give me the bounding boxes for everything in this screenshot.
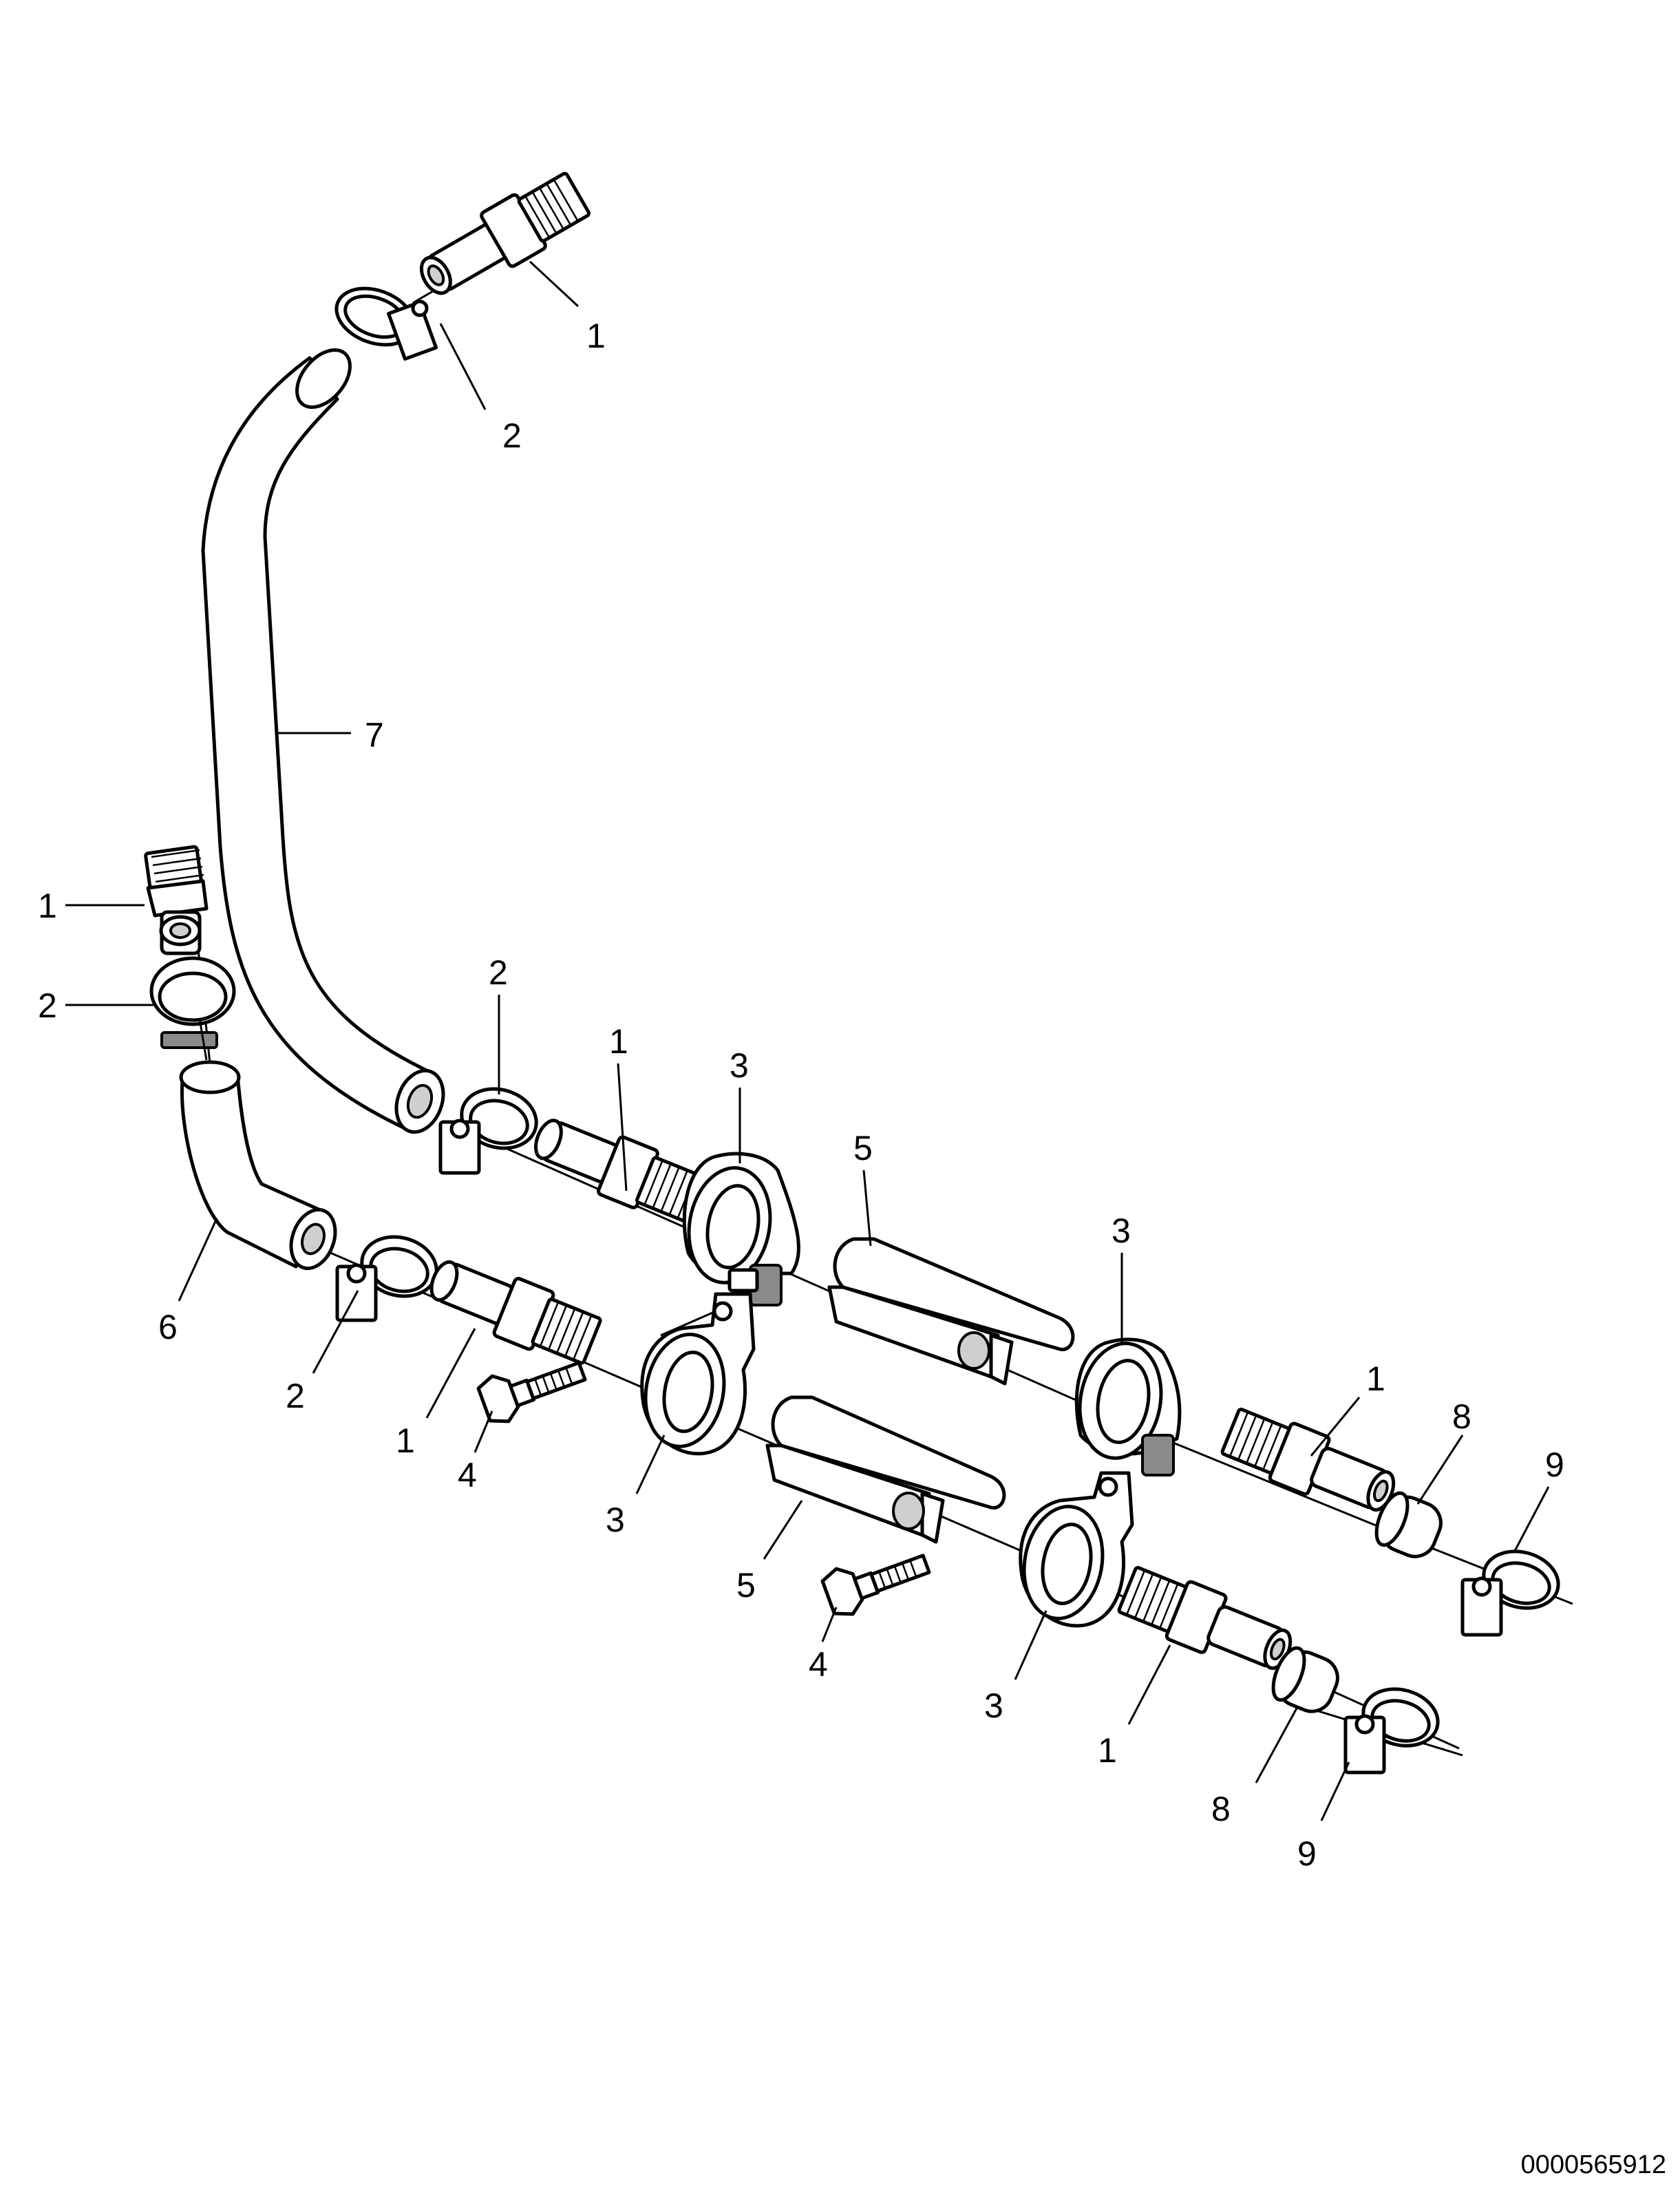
cap-lower (1271, 1646, 1339, 1713)
clamp-right-upper (1460, 1549, 1560, 1637)
valve-lower (765, 1395, 1006, 1544)
callout-valve-lower: 5 (736, 1566, 756, 1605)
callout-grommet-upper-right: 3 (1112, 1211, 1131, 1250)
callout-valve-upper: 5 (853, 1129, 873, 1167)
callout-clamp-right-lower: 9 (1297, 1834, 1317, 1873)
callout-clamp-mid-lower: 2 (286, 1377, 305, 1415)
callout-cap-lower: 8 (1211, 1790, 1231, 1828)
grommet-upper-left (682, 1152, 800, 1306)
clamp-left (149, 956, 236, 1061)
grommet-lower-right (1019, 1471, 1134, 1628)
bolt-lower (820, 1554, 931, 1616)
callout-fitting-right-lower: 1 (1098, 1731, 1117, 1770)
callout-fitting-right-upper: 1 (1366, 1359, 1385, 1398)
callout-fitting-mid-upper: 1 (609, 1022, 628, 1061)
callout-grommet-lower-right: 3 (984, 1686, 1003, 1725)
callout-grommet-upper-left: 3 (730, 1046, 749, 1085)
fitting-right-lower (1117, 1566, 1293, 1670)
callout-cap-upper: 8 (1452, 1397, 1471, 1436)
callout-clamp-mid-upper: 2 (489, 953, 508, 992)
clamp-right-lower (1343, 1687, 1440, 1775)
fitting-mid-upper (534, 1119, 707, 1223)
callout-fitting-top: 1 (586, 317, 606, 355)
grommet-lower-left (640, 1292, 756, 1456)
valve-upper (827, 1237, 1075, 1386)
leader-lines (65, 260, 1550, 1821)
callout-hose-short: 6 (158, 1308, 178, 1346)
callout-grommet-lower-left: 3 (606, 1501, 625, 1539)
bolt-upper (476, 1361, 587, 1423)
callout-clamp-right-upper: 9 (1545, 1446, 1564, 1484)
callout-hose-long: 7 (365, 716, 384, 754)
hose-long (201, 348, 445, 1134)
fitting-left (144, 845, 209, 955)
diagram-id-number: 0000565912 (1520, 2150, 1666, 2179)
callout-clamp-left: 2 (38, 986, 57, 1025)
callout-bolt-upper: 4 (458, 1456, 477, 1494)
fitting-mid-lower (429, 1260, 602, 1365)
callout-clamp-top: 2 (502, 416, 522, 455)
fitting-right-upper (1220, 1408, 1396, 1512)
cap-upper (1374, 1491, 1443, 1558)
clamp-mid-lower (335, 1235, 438, 1322)
callout-bolt-lower: 4 (809, 1645, 828, 1684)
callout-fitting-mid-lower: 1 (396, 1421, 415, 1460)
clamp-top (334, 286, 438, 361)
callout-labels: 1 2 7 1 2 6 2 1 3 5 3 1 8 9 2 1 4 3 5 4 … (38, 317, 1564, 1873)
callout-fitting-left: 1 (38, 887, 57, 925)
fitting-top (419, 171, 591, 295)
grommet-upper-right (1074, 1337, 1182, 1476)
assembly-axis-lines (191, 253, 1573, 1757)
clamp-mid-upper (438, 1087, 538, 1175)
